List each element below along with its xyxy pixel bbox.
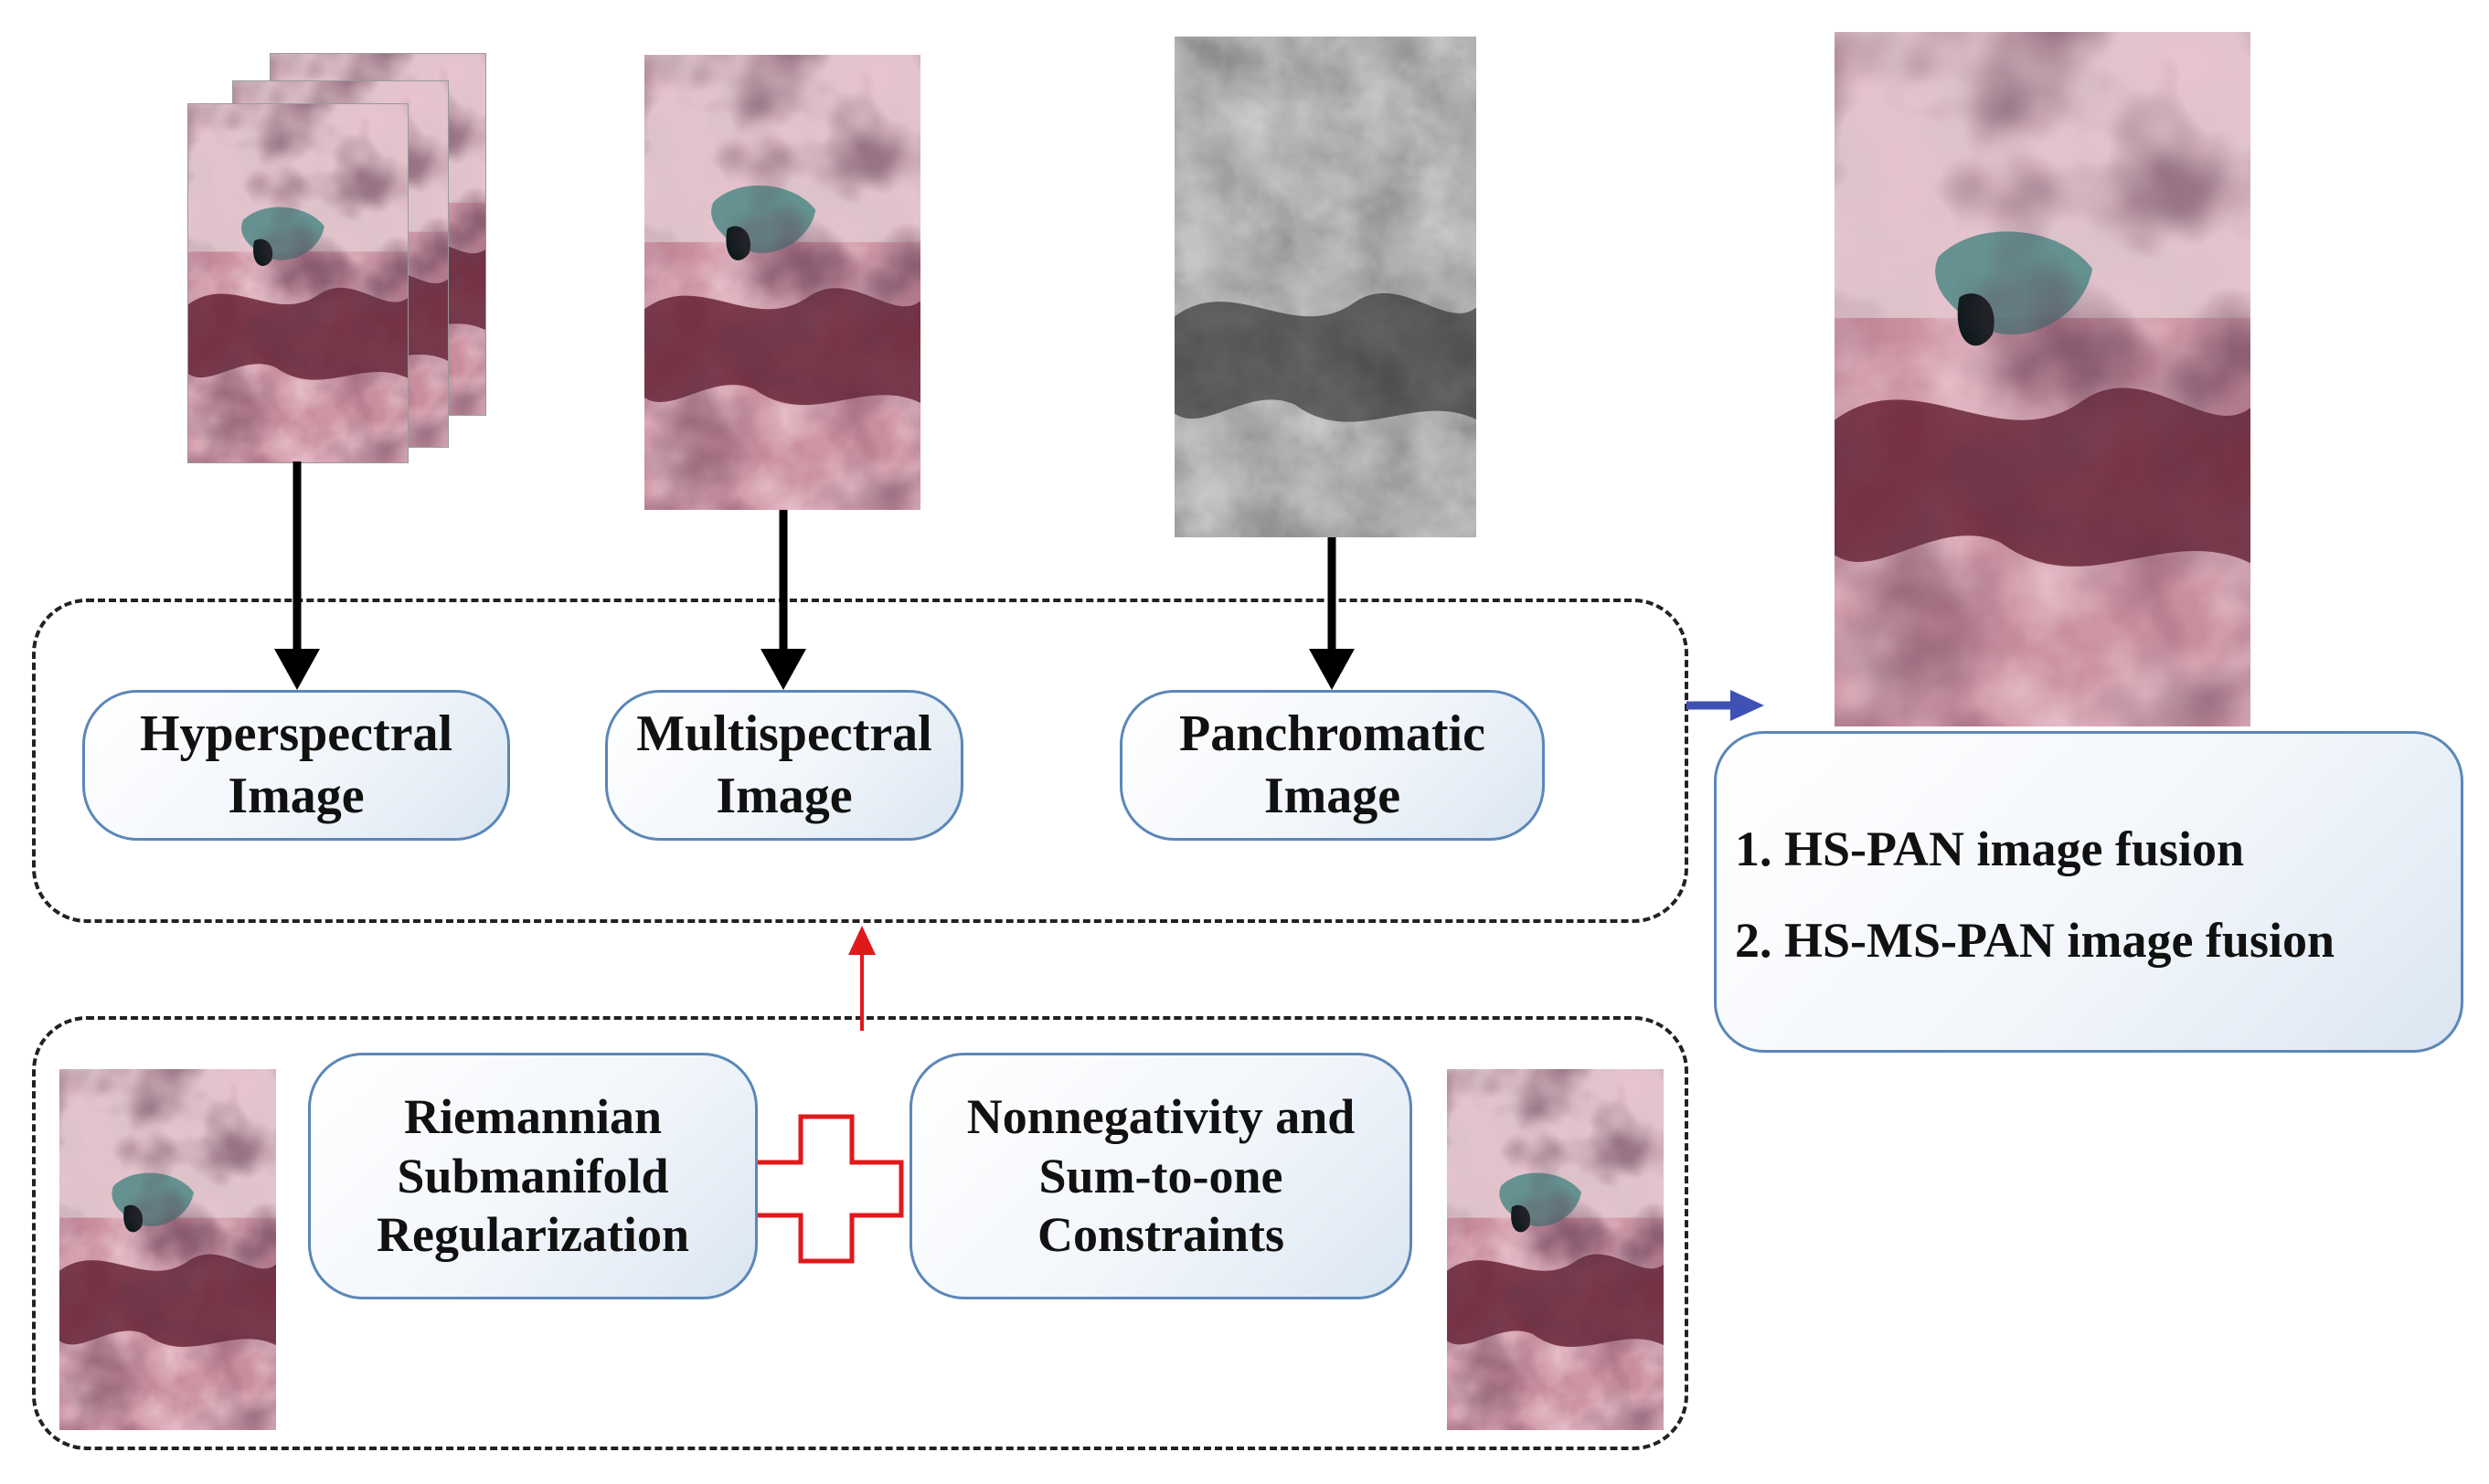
satellite-image — [59, 1069, 276, 1430]
box-label-line: Riemannian — [403, 1088, 663, 1144]
input-images-frame — [32, 599, 1688, 923]
arrow-down-icon — [761, 510, 806, 690]
box-label-line: Image — [1263, 767, 1401, 824]
box-label-line: Panchromatic — [1179, 705, 1485, 763]
fusion-tasks-box: 1. HS-PAN image fusion 2. HS-MS-PAN imag… — [1714, 731, 2463, 1053]
fusion-task-item: 1. HS-PAN image fusion — [1735, 822, 2245, 876]
satellite-image — [1447, 1069, 1664, 1430]
multispectral-image-box: Multispectral Image — [605, 690, 963, 841]
arrow-down-icon — [274, 461, 320, 690]
riemannian-regularization-box: Riemannian Submanifold Regularization — [308, 1053, 758, 1299]
arrow-right-icon — [1686, 690, 1764, 721]
constraints-box: Nonnegativity and Sum-to-one Constraints — [909, 1053, 1412, 1299]
box-label-line: Nonnegativity and — [966, 1088, 1356, 1144]
arrow-up-icon — [848, 926, 876, 1031]
arrow-down-icon — [1309, 537, 1355, 690]
box-label-line: Constraints — [1037, 1207, 1285, 1263]
box-label-line: Image — [228, 767, 365, 824]
box-label-line: Hyperspectral — [139, 705, 453, 763]
box-label-line: Multispectral — [636, 705, 932, 763]
box-label-line: Sum-to-one — [1038, 1148, 1283, 1203]
panchromatic-image-box: Panchromatic Image — [1120, 690, 1545, 841]
box-label-line: Regularization — [377, 1207, 689, 1263]
hyperspectral-image-box: Hyperspectral Image — [82, 690, 510, 841]
plus-sign-icon — [748, 1114, 904, 1264]
box-label-line: Image — [716, 767, 853, 824]
fusion-task-item: 2. HS-MS-PAN image fusion — [1735, 913, 2335, 968]
abundance-image-right — [1447, 1069, 1664, 1430]
box-label-line: Submanifold — [397, 1148, 669, 1203]
abundance-image-left — [59, 1069, 276, 1430]
